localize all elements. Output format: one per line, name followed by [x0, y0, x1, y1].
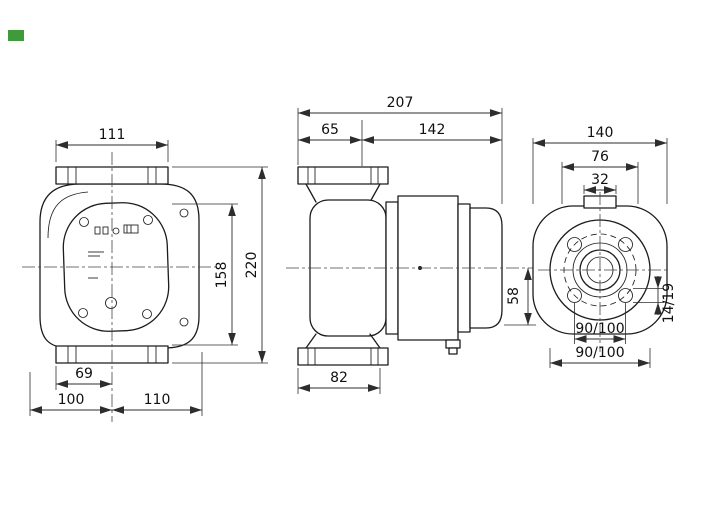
faceplate-screw-icon: [79, 217, 89, 227]
panel-button-icon: [105, 297, 117, 309]
panel-icon: [102, 226, 109, 235]
dim-side-flange-width: 82: [330, 370, 348, 386]
bolt-hole: [618, 237, 633, 252]
side-top-flange-ticks: [307, 167, 379, 184]
front-view: [22, 152, 220, 422]
dim-rear-top-box-width: 76: [591, 149, 609, 165]
rear-view: [532, 192, 668, 352]
bottom-flange-ticks: [67, 346, 157, 363]
dim-rear-bolt-circle-lower: 90/100: [575, 345, 624, 361]
side-top-flange: [297, 166, 389, 185]
housing-screw-icon: [179, 208, 189, 218]
dim-front-left-half: 100: [58, 392, 85, 408]
bolt-hole: [567, 288, 582, 303]
side-view: [286, 166, 540, 366]
top-flange-ticks: [67, 167, 157, 184]
dim-rear-bolt-hole: 14/19: [661, 283, 677, 323]
dim-side-overall-length: 207: [387, 95, 414, 111]
panel-icons: [88, 224, 139, 309]
dim-front-overall-height: 220: [244, 252, 260, 279]
cable-gland: [445, 339, 461, 349]
dim-rear-bolt-circle-upper: 90/100: [575, 321, 624, 337]
front-dimensions: 111 220 158 69 100 110: [29, 127, 268, 416]
dim-side-flange-to-motor: 65: [321, 122, 339, 138]
dim-front-body-height: 158: [214, 262, 230, 289]
dim-rear-overall-width: 140: [587, 125, 614, 141]
taper-line: [305, 183, 317, 203]
dim-front-top-width: 111: [99, 127, 126, 143]
taper-line: [369, 333, 381, 349]
dim-front-right-half: 110: [144, 392, 171, 408]
taper-line: [305, 333, 317, 349]
side-bottom-flange-ticks: [307, 348, 379, 365]
body-inner-contour: [47, 191, 89, 239]
faceplate-screw-icon: [78, 308, 88, 318]
cable-gland-tip: [448, 347, 458, 355]
bolt-hole: [618, 288, 633, 303]
housing-screw-icon: [179, 317, 189, 327]
green-mark: [8, 30, 24, 41]
bolt-hole: [567, 237, 582, 252]
panel-icon-circle: [112, 227, 120, 235]
side-dimensions: 207 65 142 82 58: [297, 95, 536, 394]
dim-front-foot-left: 69: [75, 366, 93, 382]
dim-side-axis-to-bottom: 58: [506, 287, 522, 305]
faceplate-screw-icon: [142, 309, 152, 319]
taper-line: [369, 183, 381, 203]
dim-side-motor-length: 142: [419, 122, 446, 138]
side-bottom-flange: [297, 347, 389, 366]
rear-dimensions: 140 76 32 90/100 90/100 14/19: [532, 125, 677, 368]
faceplate-screw-icon: [143, 215, 153, 225]
panel-icon: [94, 226, 101, 235]
dim-rear-port-width: 32: [591, 172, 609, 188]
